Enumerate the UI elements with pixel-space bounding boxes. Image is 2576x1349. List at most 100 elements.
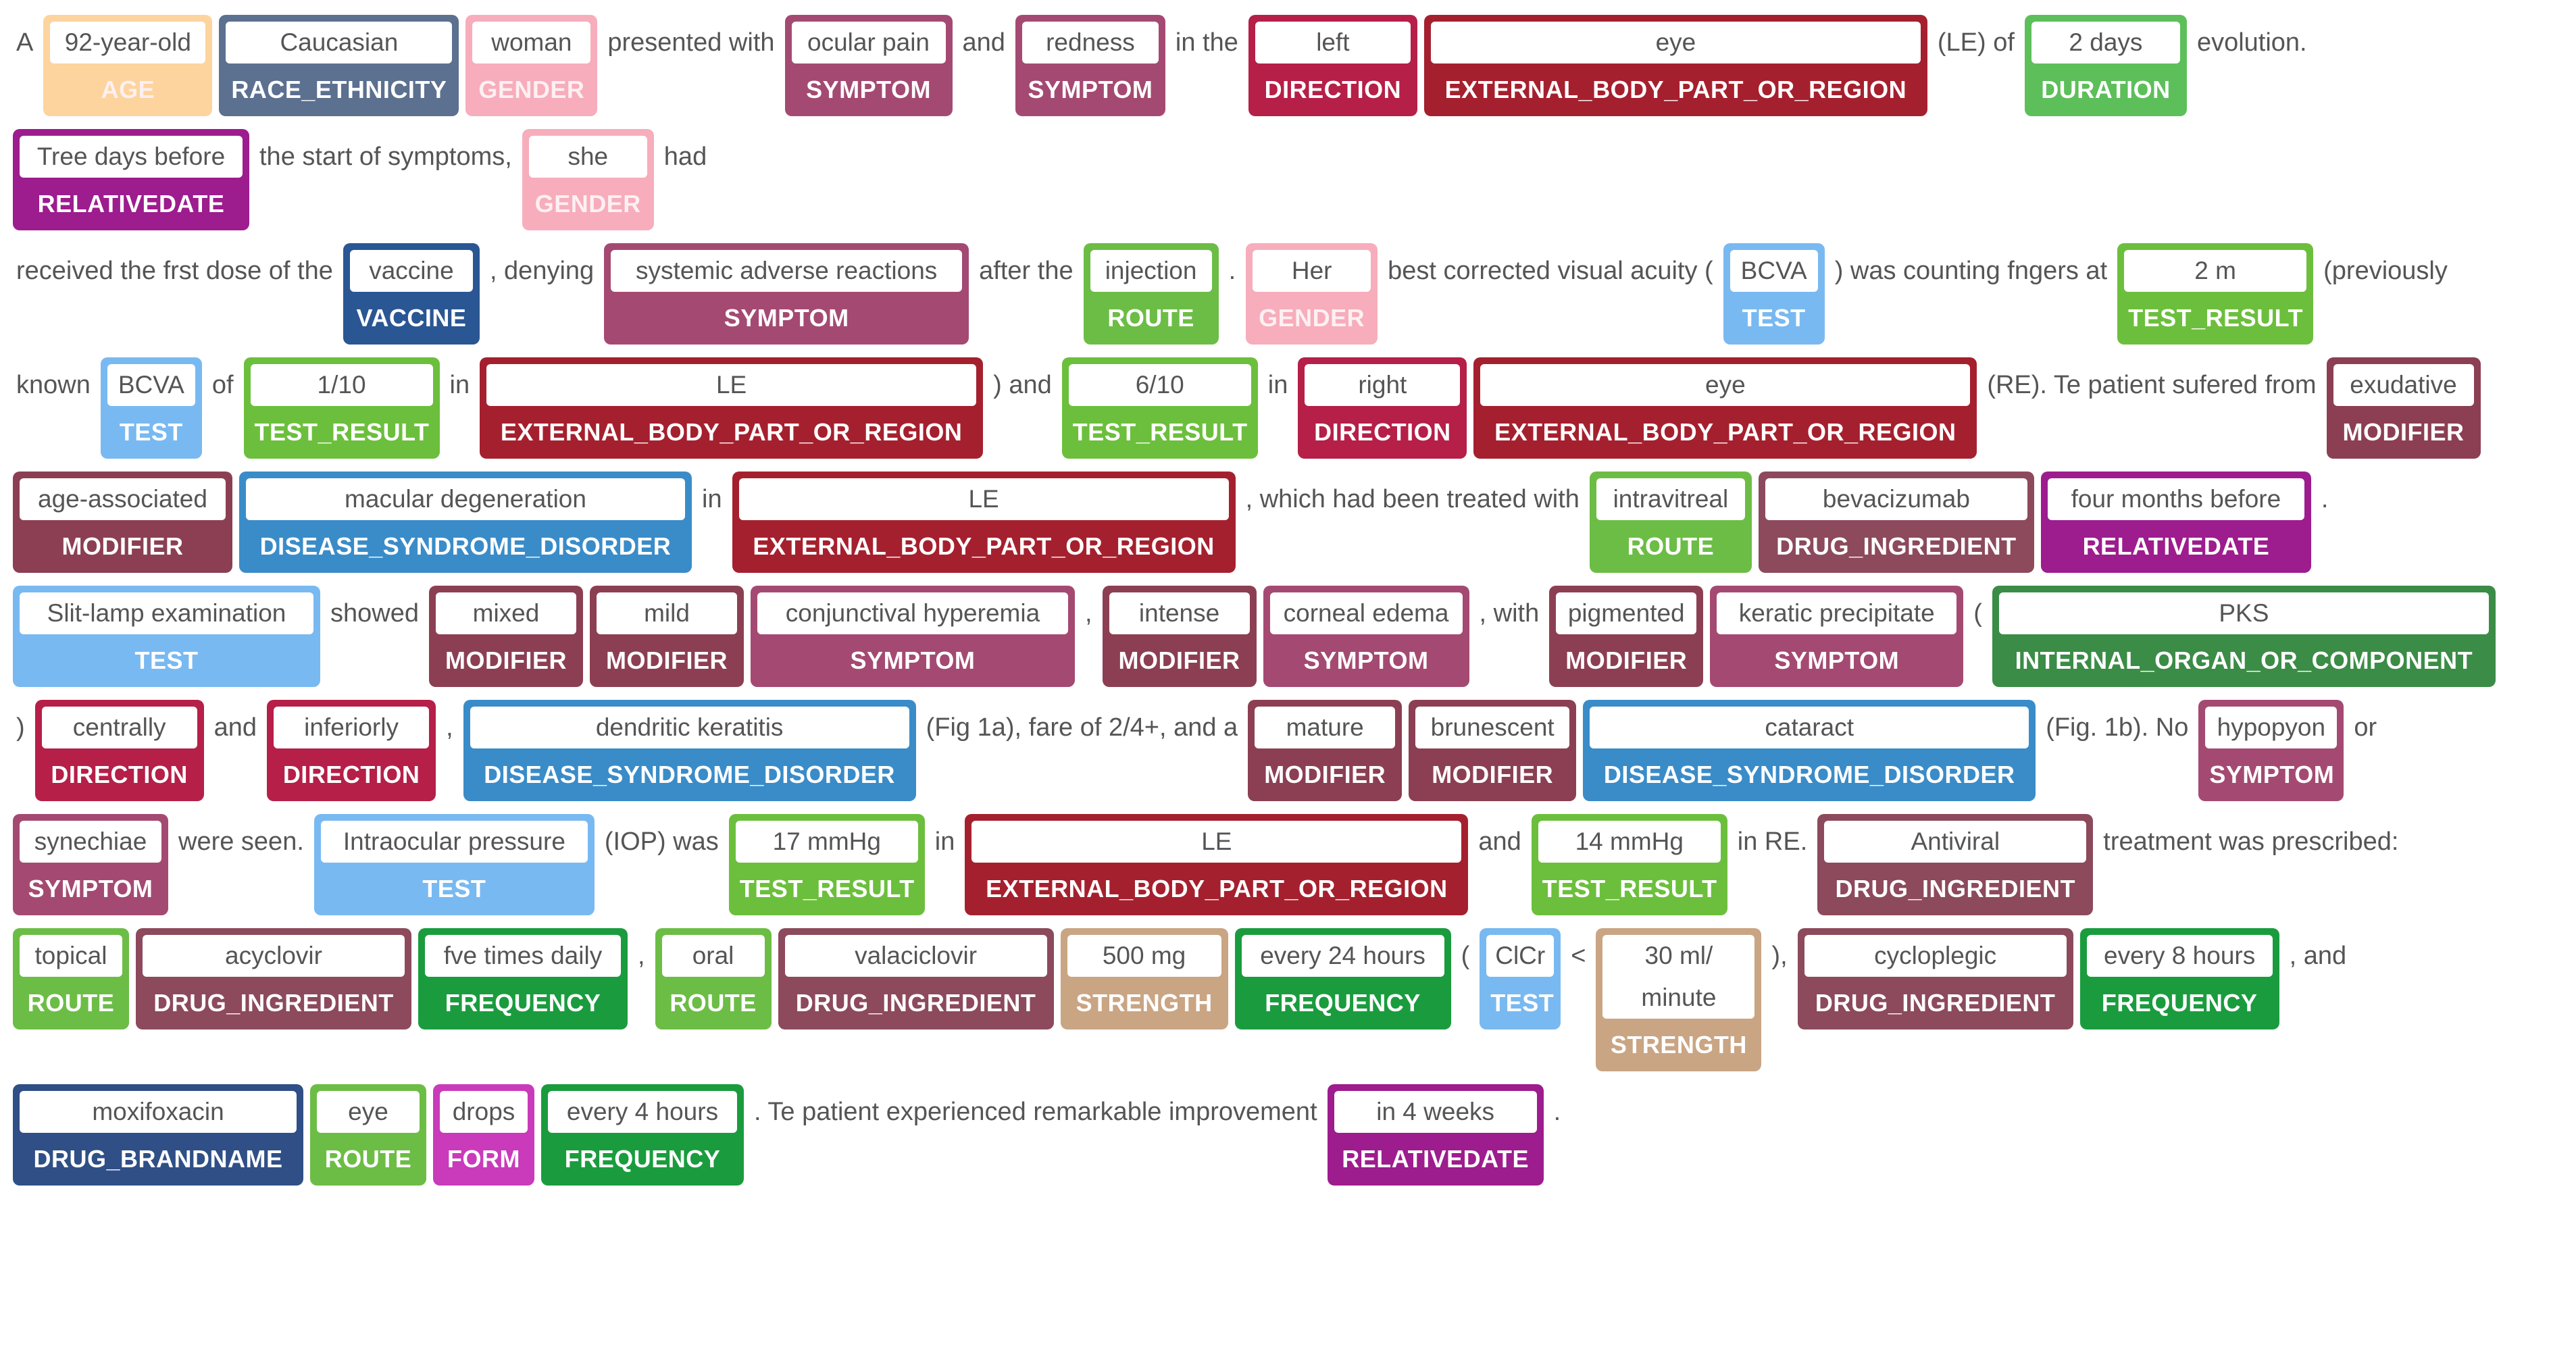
entity-label: TEST (1490, 989, 1555, 1017)
entity-text: bevacizumab (1765, 478, 2027, 520)
entity-text: 2 m (2124, 250, 2307, 292)
plain-text: and (962, 28, 1005, 57)
entity-text: LE (971, 821, 1462, 863)
entity-text: left (1255, 22, 1411, 63)
entity-text: BCVA (107, 364, 195, 406)
entity-label: FREQUENCY (445, 989, 601, 1017)
entity-text: 17 mmHg (735, 821, 918, 863)
entity-label: MODIFIER (61, 532, 184, 560)
entity-text: Intraocular pressure (320, 821, 588, 863)
entity-label: DRUG_INGREDIENT (153, 989, 394, 1017)
plain-text: (RE). Te patient sufered from (1987, 371, 2317, 399)
entity-text: 92-year-old (50, 22, 206, 63)
entity-label: ROUTE (1107, 304, 1194, 332)
entity-label: DRUG_BRANDNAME (33, 1145, 283, 1173)
entity-label: DIRECTION (51, 761, 188, 788)
plain-text: ( (1461, 942, 1470, 970)
plain-text: . (1553, 1098, 1561, 1126)
entity-text: oral (661, 935, 765, 977)
plain-text: received the frst dose of the (16, 257, 333, 285)
entity-text: corneal edema (1269, 592, 1463, 634)
entity-label: DURATION (2041, 76, 2171, 103)
entity-label: MODIFIER (605, 646, 728, 674)
plain-text: and (1478, 828, 1521, 856)
entity-label: TEST (134, 646, 199, 674)
entity-text: every 4 hours (548, 1091, 737, 1133)
entity-text: every 8 hours (2086, 935, 2273, 977)
entity-label: INTERNAL_ORGAN_OR_COMPONENT (2015, 646, 2473, 674)
entity-label: MODIFIER (2342, 418, 2465, 446)
entity-text: 500 mg (1067, 935, 1221, 977)
